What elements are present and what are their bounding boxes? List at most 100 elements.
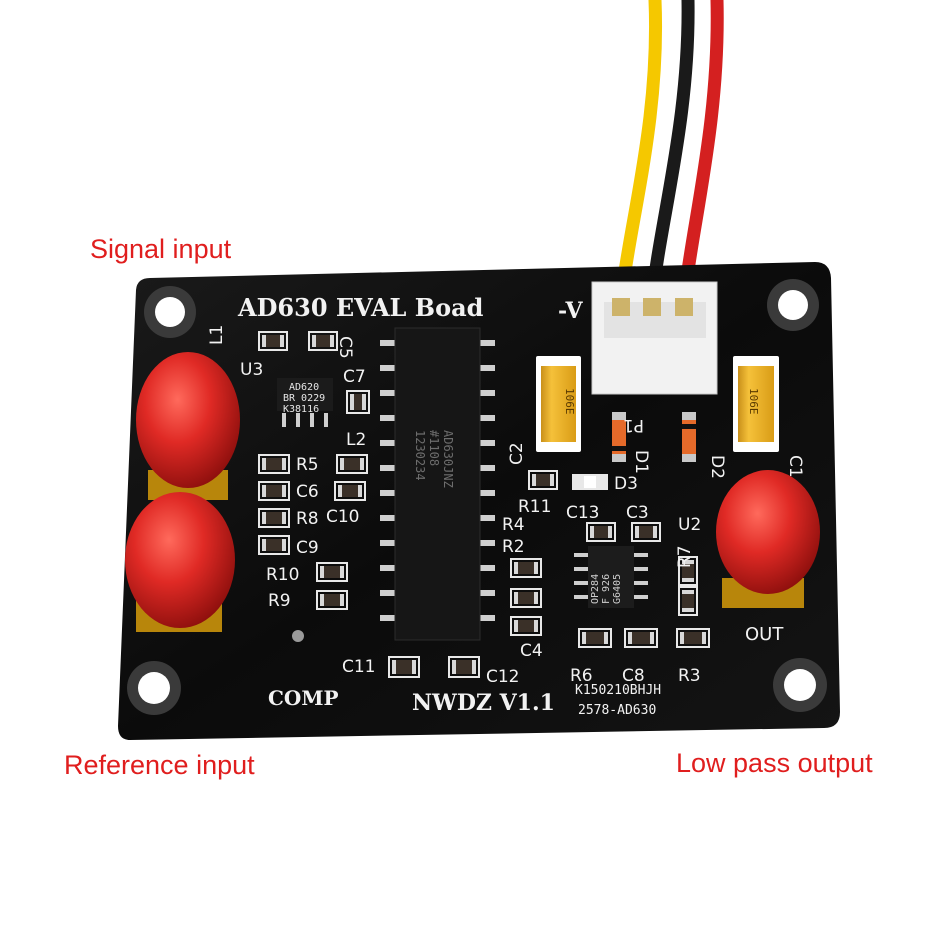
smd-part: [631, 522, 661, 542]
dip-pin: [480, 565, 495, 571]
dip-pin: [380, 515, 395, 521]
smd-part: [258, 481, 290, 501]
silk-label-l1: L1: [207, 325, 227, 345]
dip-pin: [380, 590, 395, 596]
silk-label-c11: C11: [342, 657, 376, 677]
dip-pin: [380, 340, 395, 346]
silk-label-u3: U3: [240, 360, 263, 380]
smd-part: [510, 616, 542, 636]
dip-pin: [380, 615, 395, 621]
batch-code-1: K150210BHJH: [575, 683, 661, 698]
dip-pin: [380, 565, 395, 571]
silk-label-c1: C1: [785, 455, 805, 478]
silk-label-c7: C7: [343, 367, 366, 387]
smd-part: [258, 508, 290, 528]
test-via: [292, 630, 304, 642]
reference-input-connector: [125, 492, 235, 632]
smd-part: [510, 558, 542, 578]
dip-pin: [480, 490, 495, 496]
silk-label-r2: R2: [502, 537, 525, 557]
smd-part: [678, 556, 698, 586]
silk-label-c9: C9: [296, 538, 319, 558]
dip-pin: [380, 440, 395, 446]
silk-label-r9: R9: [268, 591, 291, 611]
smd-part: [528, 470, 558, 490]
smd-part: [510, 588, 542, 608]
ad620-marking-1: AD620: [289, 382, 319, 393]
silk-label-u2: U2: [678, 515, 701, 535]
power-connector: [591, 281, 718, 395]
silk-label-c12: C12: [486, 667, 520, 687]
tantalum-cap-left: 106E: [536, 356, 581, 452]
low-pass-output-annotation: Low pass output: [676, 748, 873, 778]
silk-label-r6: R6: [570, 666, 593, 686]
silk-label-r8: R8: [296, 509, 319, 529]
dip-pin: [380, 390, 395, 396]
silk-label-r7: R7: [675, 545, 695, 568]
silk-label-c2: C2: [507, 442, 527, 465]
dip-pin: [480, 590, 495, 596]
low-pass-output-connector: [716, 470, 820, 608]
comp-label: COMP: [268, 686, 339, 710]
revision-label: NWDZ V1.1: [412, 690, 555, 716]
op284-marking-3: G6405: [612, 574, 623, 604]
dip-pin: [380, 465, 395, 471]
smd-part: [316, 590, 348, 610]
silk-label-r5: R5: [296, 455, 319, 475]
dip-pin: [480, 465, 495, 471]
silk-label-l2: L2: [346, 430, 366, 450]
ad620-marking-2: BR 0229: [283, 393, 325, 404]
dip-pin: [480, 390, 495, 396]
smd-components: [258, 331, 710, 678]
ad630-marking-1: AD630JNZ: [441, 430, 455, 488]
dip-pin: [480, 515, 495, 521]
silk-label-c8: C8: [622, 666, 645, 686]
smd-part: [624, 628, 658, 648]
smd-part: [258, 535, 290, 555]
silk-label-r10: R10: [266, 565, 299, 585]
dip-pin: [380, 365, 395, 371]
out-label: OUT: [745, 624, 784, 645]
tantalum-cap-right: 106E: [733, 356, 779, 452]
dip-pin: [380, 490, 395, 496]
silk-label-r4: R4: [502, 515, 525, 535]
ad620-chip: AD620 BR 0229 K38116: [277, 378, 333, 427]
signal-input-annotation: Signal input: [90, 234, 232, 264]
silk-label-c3: C3: [626, 503, 649, 523]
dip-pin: [480, 415, 495, 421]
diode-d2: [682, 412, 696, 462]
smd-part: [578, 628, 612, 648]
smd-part: [448, 656, 480, 678]
silk-label-c5: C5: [335, 336, 355, 359]
op284-chip: OP284 F 926 G6405: [574, 546, 648, 608]
dip-pin: [480, 440, 495, 446]
smd-part: [678, 586, 698, 616]
smd-part: [258, 331, 288, 351]
silk-label-c10: C10: [326, 507, 360, 527]
silk-label-c13: C13: [566, 503, 600, 523]
smd-part: [334, 481, 366, 501]
silk-label-p1: P1: [623, 415, 644, 435]
op284-marking-2: F 926: [601, 574, 612, 604]
silk-label-r11: R11: [518, 497, 551, 517]
dip-pin: [480, 340, 495, 346]
signal-input-connector: [136, 352, 240, 500]
yellow-wire: [614, 0, 663, 307]
smd-part: [346, 390, 370, 414]
smd-part: [308, 331, 338, 351]
silk-label-d1: D1: [631, 450, 651, 474]
led-d3: [572, 474, 608, 490]
batch-code-2: 2578-AD630: [578, 703, 656, 718]
ad630-marking-3: 1230234: [413, 430, 427, 481]
cap-right-marking: 106E: [747, 388, 760, 415]
board-title: AD630 EVAL Boad: [237, 293, 484, 322]
voltage-label: -V: [558, 298, 584, 324]
silk-label-d3: D3: [614, 474, 638, 494]
smd-part: [336, 454, 368, 474]
cap-left-marking: 106E: [563, 388, 576, 415]
reference-input-annotation: Reference input: [64, 750, 255, 780]
wire-harness: [614, 0, 724, 307]
dip-pin: [380, 415, 395, 421]
silk-label-c6: C6: [296, 482, 319, 502]
